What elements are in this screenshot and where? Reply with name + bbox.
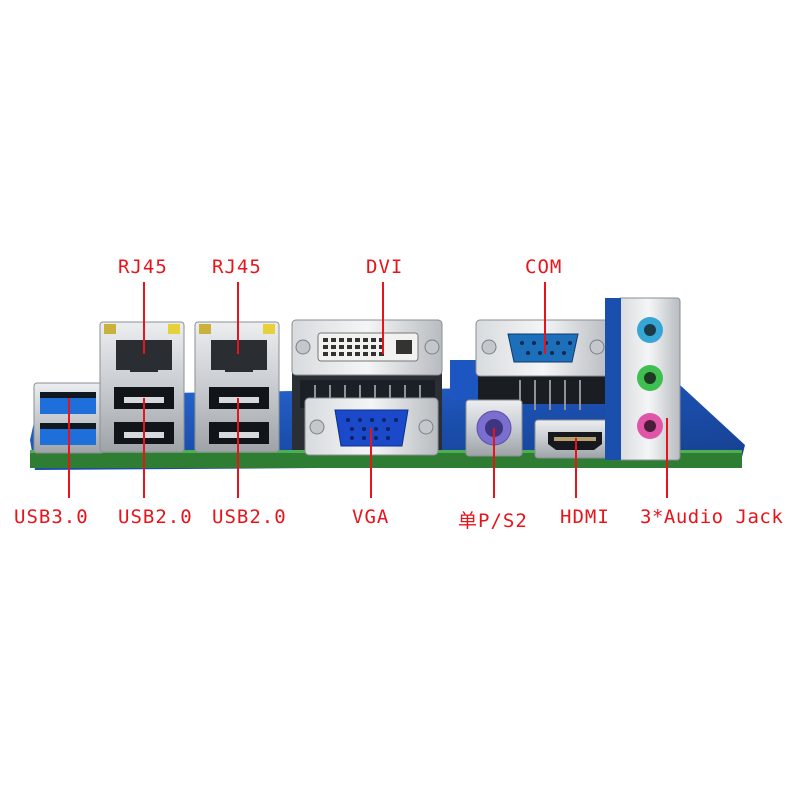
audio-leader [666,418,668,498]
label-dvi: DVI [366,256,404,278]
com-connector [475,319,611,410]
label-usb30: USB3.0 [14,506,89,528]
usb20-a-leader [143,398,145,498]
label-hdmi: HDMI [560,506,610,528]
label-usb20-left: USB2.0 [118,506,193,528]
vga-leader [370,428,372,498]
com-leader [544,282,546,354]
label-com: COM [525,256,563,278]
audio-jack-bracket [605,297,681,461]
label-usb20-right: USB2.0 [212,506,287,528]
label-rj45-right: RJ45 [212,256,262,278]
dvi-leader [382,282,384,354]
rj45-a-leader [143,282,145,354]
usb30-leader [68,398,70,498]
usb20-b-leader [237,398,239,498]
ps2-leader [493,428,495,498]
label-ps2: 单P/S2 [458,510,528,532]
label-audio-jack: 3*Audio Jack [640,506,784,528]
hdmi-leader [575,438,577,498]
label-rj45-left: RJ45 [118,256,168,278]
rj45-b-leader [237,282,239,354]
label-vga: VGA [352,506,390,528]
rj45-usb2-stack-b [194,321,280,453]
rj45-usb2-stack-a [99,321,185,453]
